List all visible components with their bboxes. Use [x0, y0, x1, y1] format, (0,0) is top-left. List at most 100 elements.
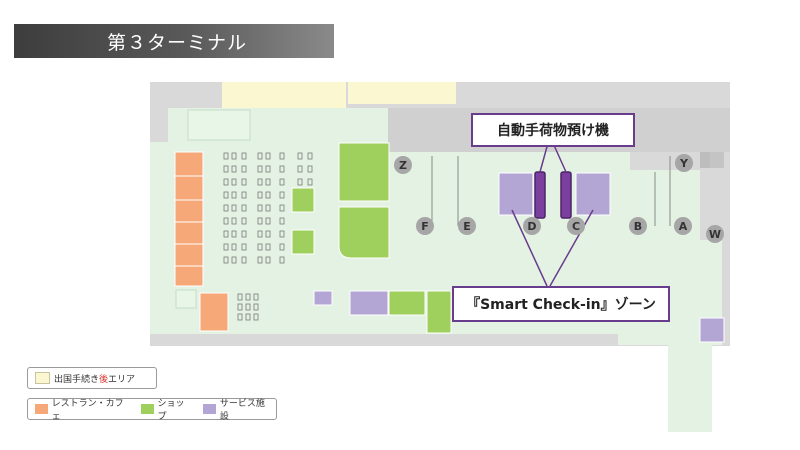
seat-table — [245, 293, 251, 301]
legend-shop: ショップ — [134, 396, 192, 422]
seat-table — [279, 217, 285, 225]
shop-3[interactable] — [291, 187, 315, 213]
seat-table — [257, 204, 263, 212]
seat-table — [279, 204, 285, 212]
seat-table — [223, 230, 229, 238]
pillar-right-1 — [700, 152, 710, 168]
legend-departure: 出国手続き後エリア — [27, 367, 157, 389]
seat-table — [257, 178, 263, 186]
seat-table — [241, 152, 247, 160]
seat-table — [265, 165, 271, 173]
legend-shop-label: ショップ — [157, 399, 185, 422]
counter-circle — [629, 217, 647, 235]
counter-c[interactable]: C — [567, 217, 585, 235]
service-4[interactable] — [575, 172, 611, 216]
service-2[interactable] — [349, 290, 389, 316]
legend-swatch-restaurant — [35, 404, 48, 414]
seat-table — [257, 191, 263, 199]
seat-table — [231, 217, 237, 225]
seat-table — [265, 230, 271, 238]
seat-table — [241, 217, 247, 225]
baggage-drop-machine-2[interactable] — [560, 171, 572, 219]
seat-table — [223, 243, 229, 251]
restaurant-2[interactable] — [174, 175, 204, 201]
seat-table — [231, 191, 237, 199]
seat-table — [307, 165, 313, 173]
seat-table — [231, 178, 237, 186]
service-3[interactable] — [498, 172, 534, 216]
counter-letter: E — [463, 220, 471, 233]
shop-group — [291, 142, 452, 334]
seat-table — [297, 165, 303, 173]
restaurant-4[interactable] — [174, 221, 204, 245]
seat-table — [253, 293, 259, 301]
legend-departure-label: 出国手続き後エリア — [54, 374, 136, 385]
counter-f[interactable]: F — [416, 217, 434, 235]
counter-letter: A — [679, 220, 688, 233]
service-5[interactable] — [699, 317, 725, 343]
seat-table — [279, 165, 285, 173]
seat-table — [237, 293, 243, 301]
seat-table — [257, 165, 263, 173]
departure-area-3 — [348, 82, 456, 104]
restaurant-5[interactable] — [174, 243, 204, 267]
shop-4[interactable] — [291, 229, 315, 255]
seat-table — [257, 230, 263, 238]
counter-circle — [394, 156, 412, 174]
seat-table — [223, 152, 229, 160]
legend-swatch-shop — [140, 404, 154, 414]
restaurant-7[interactable] — [199, 292, 229, 332]
counter-y[interactable]: Y — [675, 154, 693, 172]
title-bar: 第３ターミナル — [14, 24, 334, 58]
seat-table — [237, 303, 243, 311]
seat-table — [223, 178, 229, 186]
legend-service-label: サービス施設 — [219, 399, 265, 422]
seat-table — [265, 178, 271, 186]
seat-table — [307, 152, 313, 160]
seat-table — [231, 243, 237, 251]
service-1[interactable] — [313, 290, 333, 306]
counter-a[interactable]: A — [674, 217, 692, 235]
counter-b[interactable]: B — [629, 217, 647, 235]
seat-table — [231, 165, 237, 173]
seat-table — [297, 178, 303, 186]
legend-swatch-departure — [35, 372, 50, 384]
seat-table — [257, 256, 263, 264]
shop-2[interactable] — [338, 206, 390, 259]
counter-z[interactable]: Z — [394, 156, 412, 174]
seat-table — [265, 204, 271, 212]
counter-circle — [674, 217, 692, 235]
seat-table — [223, 256, 229, 264]
seat-table — [265, 243, 271, 251]
counter-circle — [567, 217, 585, 235]
counter-e[interactable]: E — [458, 217, 476, 235]
seat-table — [279, 152, 285, 160]
baggage-drop-machine-1[interactable] — [534, 171, 546, 219]
callout-connectors — [511, 142, 594, 287]
legend-restaurant-label: レストラン・カフェ — [51, 399, 124, 422]
counter-letter: F — [421, 220, 429, 233]
shop-1[interactable] — [338, 142, 390, 202]
seat-table — [257, 152, 263, 160]
restaurant-1[interactable] — [174, 151, 204, 177]
counter-labels: Z Y F E D C B A W — [394, 154, 724, 243]
shop-6[interactable] — [426, 290, 452, 334]
seat-table — [245, 313, 251, 321]
counter-d[interactable]: D — [523, 217, 541, 235]
counter-lines — [431, 156, 671, 226]
smart-checkin-callout: 『Smart Check-in』ゾーン — [452, 286, 670, 322]
legend-restaurant: レストラン・カフェ — [28, 396, 130, 422]
shop-5[interactable] — [388, 290, 426, 316]
seat-table — [231, 152, 237, 160]
seat-table — [265, 217, 271, 225]
counter-w[interactable]: W — [706, 225, 724, 243]
restaurant-6[interactable] — [174, 265, 204, 287]
counter-circle — [416, 217, 434, 235]
restaurant-3[interactable] — [174, 199, 204, 223]
seat-table — [265, 256, 271, 264]
baggage-drop-callout: 自動手荷物預け機 — [471, 113, 635, 147]
seat-table — [265, 152, 271, 160]
departure-area-2 — [296, 90, 344, 108]
seat-table — [223, 165, 229, 173]
